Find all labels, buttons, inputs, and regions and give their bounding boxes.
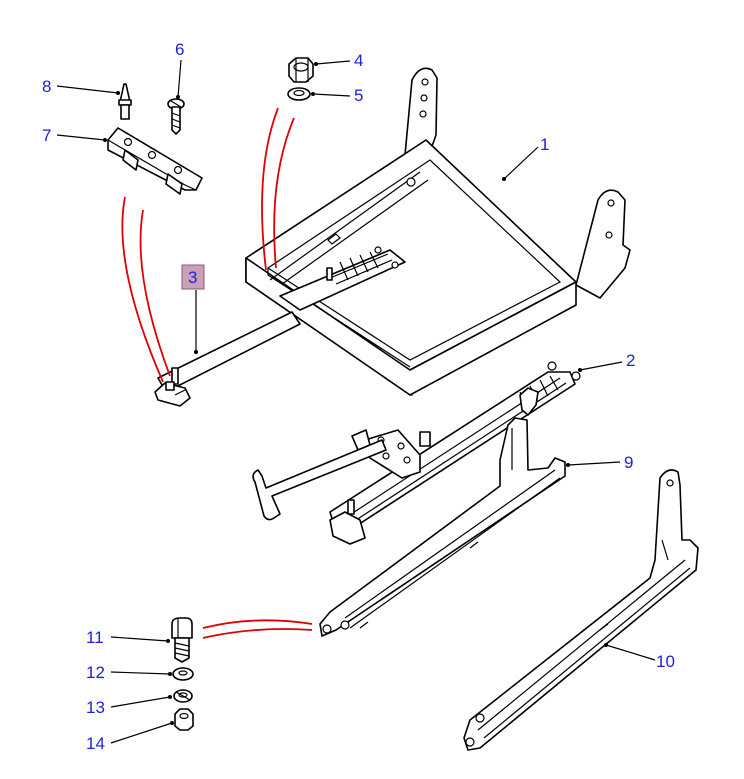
- callout-label-14[interactable]: 14: [86, 734, 105, 753]
- callout-label-13[interactable]: 13: [86, 698, 105, 717]
- outer-support-rail: [463, 469, 699, 751]
- slide-runner-assembly: [252, 361, 581, 545]
- seat-frame: [245, 67, 631, 396]
- callout-leaders: [56, 59, 656, 744]
- association-line: [202, 628, 313, 639]
- callout-label-11[interactable]: 11: [86, 628, 104, 647]
- flat-washer: [172, 667, 194, 681]
- callout-label-12[interactable]: 12: [86, 663, 105, 682]
- spring-washer: [173, 689, 193, 703]
- inner-support-rail: [319, 417, 566, 637]
- washer: [287, 87, 311, 101]
- hex-nut: [174, 708, 194, 731]
- association-line: [139, 209, 171, 377]
- clamp-plate: [107, 127, 203, 195]
- callout-label-3[interactable]: 3: [188, 268, 197, 287]
- callout-label-4[interactable]: 4: [354, 51, 363, 70]
- bolt: [171, 617, 193, 663]
- callout-label-6[interactable]: 6: [175, 40, 184, 59]
- callout-label-1[interactable]: 1: [540, 135, 549, 154]
- stud-pin: [118, 83, 132, 120]
- association-line: [273, 117, 295, 269]
- association-line: [261, 107, 279, 271]
- nut: [288, 57, 314, 83]
- callout-3-highlight: [181, 264, 205, 290]
- callout-label-9[interactable]: 9: [624, 453, 633, 472]
- association-line: [202, 619, 313, 629]
- callout-label-2[interactable]: 2: [626, 351, 635, 370]
- callout-label-5[interactable]: 5: [354, 86, 363, 105]
- callout-label-7[interactable]: 7: [42, 126, 51, 145]
- screw: [167, 98, 185, 135]
- callout-labels: 1 2 3 4 5 6 7 8 9 10 11 12 13 14: [42, 40, 675, 753]
- callout-label-10[interactable]: 10: [656, 652, 675, 671]
- callout-label-8[interactable]: 8: [42, 77, 51, 96]
- association-line: [121, 196, 164, 383]
- front-cross-bar: [154, 311, 301, 407]
- association-lines: [121, 107, 313, 639]
